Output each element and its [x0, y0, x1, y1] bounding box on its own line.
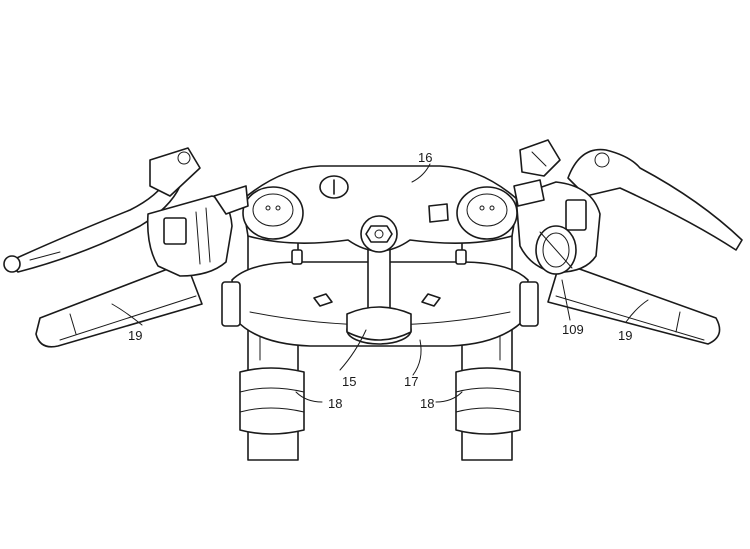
- top-bridge: [241, 165, 519, 265]
- handlebar-left: [35, 261, 203, 348]
- label-handlebar-left: 19: [128, 328, 142, 343]
- label-top-bridge: 16: [418, 150, 432, 165]
- brake-lever-right: [519, 139, 743, 251]
- leader-lines: [111, 163, 649, 403]
- handlebar-right: [547, 261, 721, 345]
- switch-housing-left: [146, 185, 249, 277]
- label-handlebar-right: 19: [618, 328, 632, 343]
- label-fork-tube-left: 18: [328, 396, 342, 411]
- steering-stem: [346, 237, 412, 345]
- label-throttle-grip: 109: [562, 322, 584, 337]
- label-steering-stem: 15: [342, 374, 356, 389]
- label-lower-bridge: 17: [404, 374, 418, 389]
- label-fork-tube-right: 18: [420, 396, 434, 411]
- throttle-grip-assembly: [513, 179, 601, 275]
- brake-lever-left: [3, 147, 201, 273]
